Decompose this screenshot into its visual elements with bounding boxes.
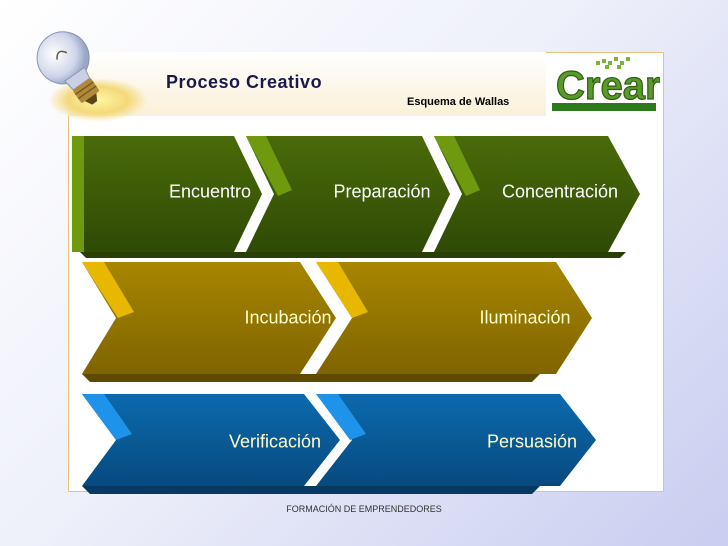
step-label-concentracion: Concentración	[501, 181, 619, 202]
chevron-tab-iluminacion	[316, 262, 368, 318]
chevron-shadow-row-2	[82, 374, 540, 382]
chevron-shadow-row-3	[82, 486, 540, 494]
svg-text:Crear: Crear	[556, 64, 660, 108]
slide-title: Proceso Creativo	[166, 72, 323, 92]
chevron-verificacion	[82, 394, 340, 486]
chevron-encuentro	[72, 136, 262, 252]
chevron-preparacion	[246, 136, 450, 252]
header-strip	[68, 52, 546, 116]
chevron-concentracion	[434, 136, 640, 252]
crear-logo: Crear	[548, 55, 661, 117]
chevron-incubacion	[82, 262, 336, 374]
step-label-persuasion: Persuasión	[486, 431, 578, 452]
footer-text: FORMACIÓN DE EMPRENDEDORES	[286, 504, 442, 514]
chevron-tab-concentracion	[434, 136, 480, 196]
chevron-tab-preparacion	[246, 136, 292, 196]
step-label-verificacion: Verificación	[228, 431, 322, 452]
step-label-incubacion: Incubación	[244, 307, 332, 328]
chevron-row-1	[72, 136, 640, 258]
chevron-iluminacion	[316, 262, 592, 374]
chevron-tab-encuentro	[72, 136, 84, 252]
chevron-tab-incubacion	[82, 262, 134, 318]
chevron-persuasion	[316, 394, 596, 486]
chevron-row-2	[82, 262, 592, 382]
chevron-tab-verificacion	[82, 394, 132, 440]
step-label-preparacion: Preparación	[333, 181, 431, 202]
crear-logo-mark: Crear	[552, 57, 661, 111]
chevron-tab-persuasion	[316, 394, 366, 440]
chevron-shadow-row-1	[80, 252, 626, 258]
slide-subtitle: Esquema de Wallas	[407, 96, 510, 108]
chevron-row-3	[82, 394, 596, 494]
light-bulb-icon	[36, 31, 148, 122]
step-label-iluminacion: Iluminación	[479, 307, 571, 328]
step-label-encuentro: Encuentro	[168, 181, 252, 202]
